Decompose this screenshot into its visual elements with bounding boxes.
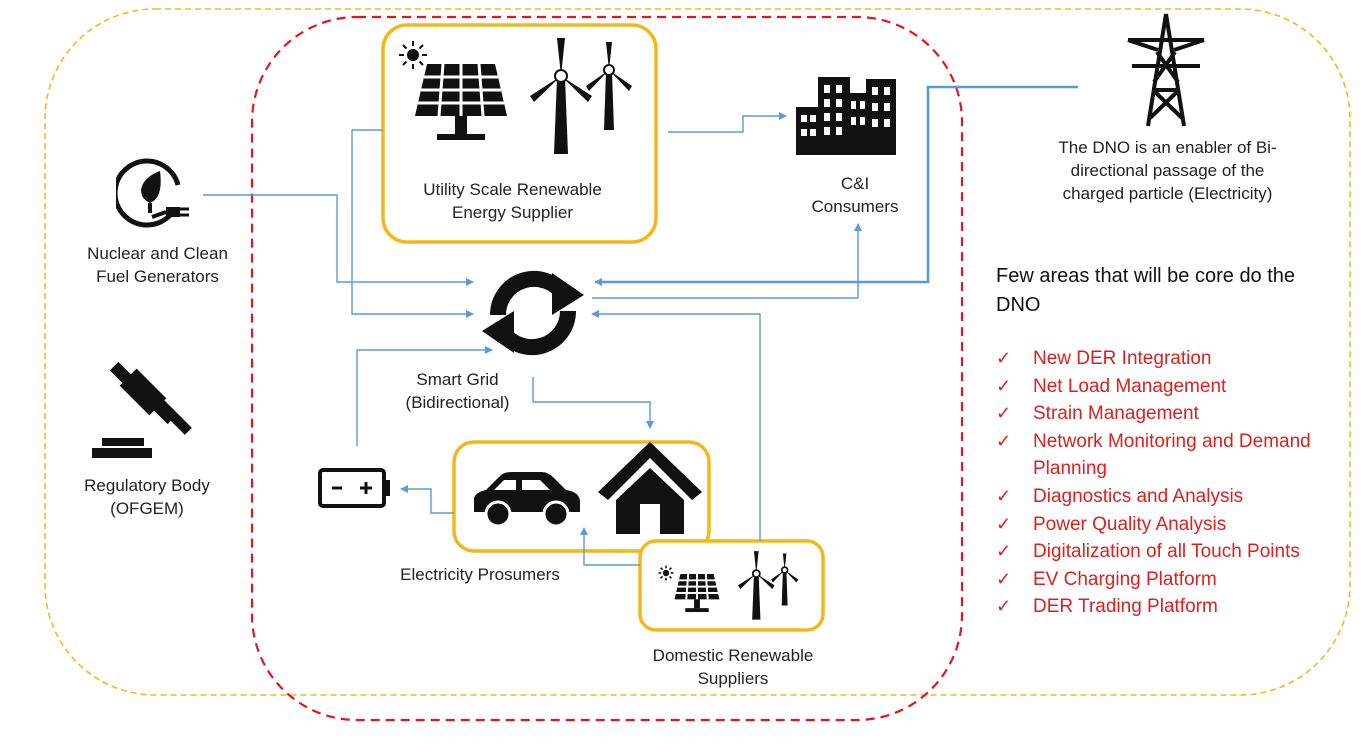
core-area-text: Diagnostics and Analysis: [1033, 485, 1244, 507]
checkmark-icon: ✓: [996, 596, 1012, 617]
core-area-text: Strain Management: [1033, 403, 1199, 425]
transmission-tower-icon: [1127, 13, 1205, 127]
regulatory-body-label: Regulatory Body (OFGEM): [84, 476, 210, 518]
core-area-text: Power Quality Analysis: [1033, 513, 1227, 535]
outer-boundary: [44, 8, 1351, 696]
core-area-text: Net Load Management: [1033, 375, 1227, 397]
core-area-item: ✓ Strain Management: [996, 400, 1356, 428]
solar-panel-icon: [415, 63, 507, 140]
core-area-item: ✓ Diagnostics and Analysis: [996, 483, 1356, 511]
core-areas-list: ✓ New DER Integration ✓ Net Load Management…: [996, 345, 1356, 621]
clean-energy-plug-icon: [116, 158, 189, 228]
utility-supplier-label: Utility Scale Renewable Energy Supplier: [423, 180, 602, 222]
domestic-box: [638, 539, 825, 632]
core-area-item: ✓ Net Load Management: [996, 373, 1356, 401]
core-area-item: ✓ Power Quality Analysis: [996, 511, 1356, 539]
electricity-prosumers-label: Electricity Prosumers: [400, 565, 560, 584]
smart-grid-label: Smart Grid (Bidirectional): [405, 370, 510, 412]
buildings-icon: [796, 77, 896, 155]
gavel-icon: [92, 361, 192, 458]
checkmark-icon: ✓: [996, 513, 1012, 534]
battery-icon: [318, 468, 390, 508]
sun-icon: [399, 41, 427, 69]
core-area-item: ✓ Network Monitoring and Demand Planning: [996, 428, 1356, 483]
checkmark-icon: ✓: [996, 541, 1012, 562]
checkmark-icon: ✓: [996, 430, 1012, 451]
core-area-text: New DER Integration: [1033, 348, 1212, 369]
wind-turbine-icon: [530, 38, 632, 154]
solar-panel-icon: [674, 573, 720, 613]
domestic-suppliers-label: Domestic Renewable Suppliers: [652, 646, 814, 688]
checkmark-icon: ✓: [996, 403, 1012, 424]
dno-description: The DNO is an enabler of Bi-directional …: [1058, 138, 1277, 203]
sun-icon: [658, 565, 674, 581]
wind-turbine-icon: [738, 551, 799, 620]
core-area-text: Digitalization of all Touch Points: [1033, 541, 1300, 563]
core-area-item: ✓ DER Trading Platform: [996, 593, 1356, 621]
house-icon: [598, 442, 702, 534]
ci-consumers-label: C&I Consumers: [811, 174, 899, 216]
nuclear-generators-label: Nuclear and Clean Fuel Generators: [87, 244, 228, 286]
checkmark-icon: ✓: [996, 485, 1012, 506]
core-area-item: ✓ EV Charging Platform: [996, 566, 1356, 594]
prosumer-box: [452, 440, 711, 553]
car-icon: [474, 472, 580, 528]
core-area-text: Network Monitoring and Demand Planning: [1033, 430, 1311, 480]
core-area-item: ✓ Digitalization of all Touch Points: [996, 538, 1356, 566]
utility-box: [381, 23, 658, 244]
core-areas-title: Few areas that will be core do the DNO: [996, 265, 1296, 316]
core-area-item: ✓ New DER Integration: [996, 345, 1356, 373]
checkmark-icon: ✓: [996, 568, 1012, 589]
refresh-icon: [482, 270, 584, 356]
core-area-text: DER Trading Platform: [1033, 596, 1218, 618]
checkmark-icon: ✓: [996, 375, 1012, 396]
core-area-text: EV Charging Platform: [1033, 568, 1217, 590]
checkmark-icon: ✓: [996, 348, 1012, 368]
